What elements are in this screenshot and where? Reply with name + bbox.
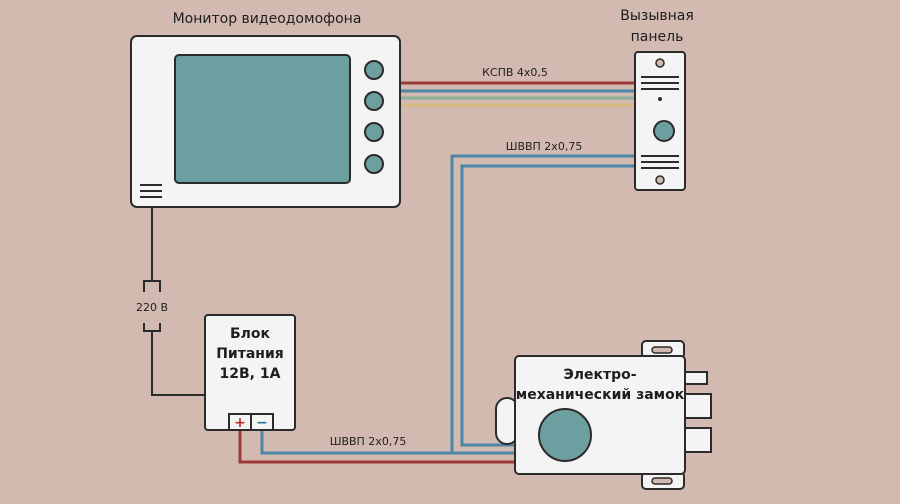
psu-label-line1: Блок — [230, 326, 271, 342]
psu-minus-terminal — [250, 413, 274, 431]
call-panel — [634, 51, 686, 191]
lock-latch-small — [684, 371, 708, 385]
lock-bolt-upper — [684, 393, 712, 419]
cable-shvvp-top-label: ШВВП 2х0,75 — [506, 140, 583, 153]
shvvp-panel-lock-wire-2 — [460, 164, 635, 447]
cable-kspv-label: КСПВ 4х0,5 — [482, 66, 548, 79]
power-supply: + − — [204, 314, 296, 431]
call-panel-speaker-grille — [641, 155, 679, 169]
call-panel-label-line1: Вызывная — [620, 8, 694, 24]
psu-plus-wire — [238, 430, 515, 464]
call-panel-screw-top — [655, 58, 665, 68]
monitor-speaker-grille — [140, 184, 162, 198]
monitor-button-2 — [364, 91, 384, 111]
monitor-button-1 — [364, 60, 384, 80]
mains-plug-bottom — [143, 323, 161, 332]
lock-solenoid — [538, 408, 592, 462]
psu-minus-wire — [260, 430, 452, 455]
call-button-icon — [653, 120, 675, 142]
call-panel-led — [658, 97, 662, 101]
electromechanical-lock — [495, 340, 712, 490]
lock-label-line2: механический замок — [516, 387, 685, 403]
shvvp-panel-lock-wire-1 — [450, 154, 635, 455]
monitor-screen — [174, 54, 351, 184]
call-panel-label-line2: панель — [631, 29, 684, 45]
psu-label-line2: Питания — [216, 346, 284, 362]
psu-minus-sign: − — [256, 415, 268, 431]
monitor — [130, 35, 401, 208]
mains-plug-top — [143, 280, 161, 292]
mains-voltage-label: 220 В — [136, 301, 168, 314]
monitor-button-3 — [364, 122, 384, 142]
psu-plus-sign: + — [234, 415, 246, 431]
mains-wire-psu — [151, 331, 205, 396]
psu-label-line3: 12В, 1А — [220, 366, 281, 382]
monitor-label: Монитор видеодомофона — [173, 11, 362, 27]
call-panel-screw-bottom — [655, 175, 665, 185]
lock-bolt-lower — [684, 427, 712, 453]
lock-label-line1: Электро- — [563, 367, 636, 383]
cable-shvvp-bottom-label: ШВВП 2х0,75 — [330, 435, 407, 448]
monitor-button-4 — [364, 154, 384, 174]
call-panel-camera-grille — [641, 76, 679, 90]
wires — [143, 81, 635, 464]
